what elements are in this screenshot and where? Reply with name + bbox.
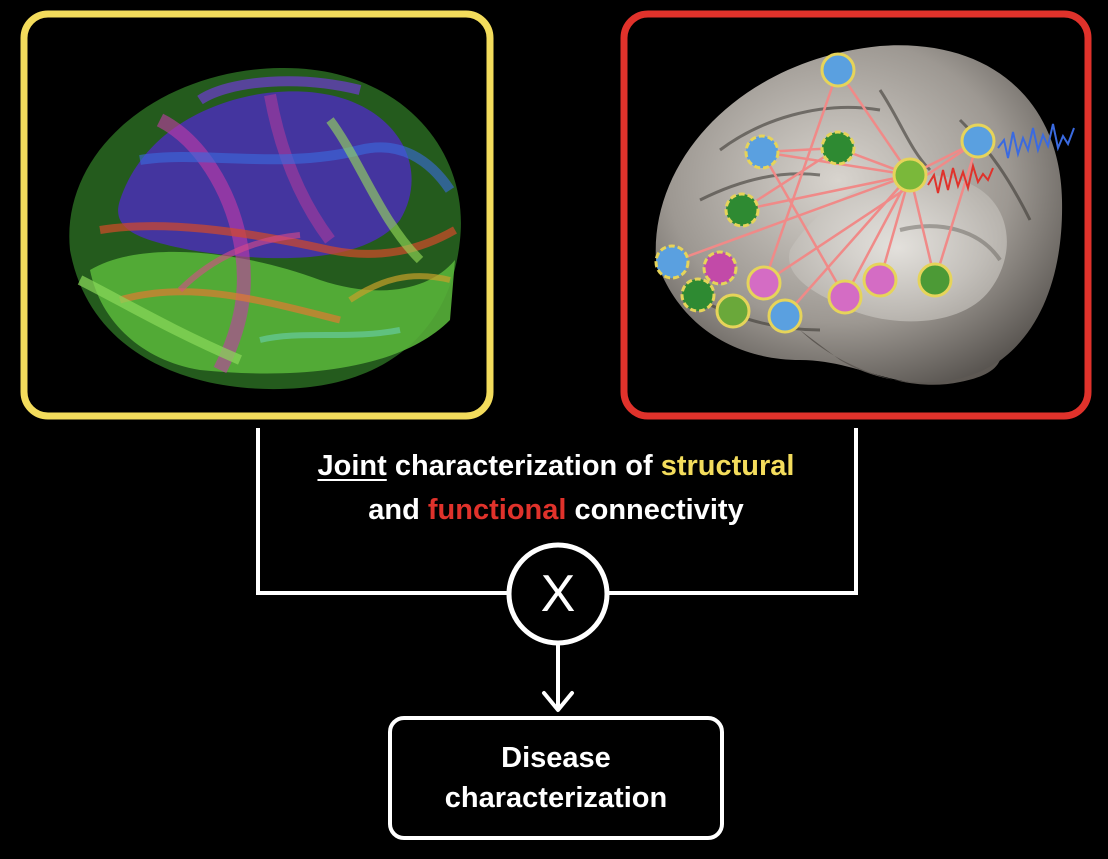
tractography-brain-image <box>69 67 461 390</box>
node-green <box>892 157 928 193</box>
arrow-down-icon <box>542 691 574 712</box>
outcome-box <box>388 716 724 840</box>
operator-symbol: X <box>540 565 576 623</box>
network-nodes <box>654 52 996 334</box>
node-green <box>917 262 953 298</box>
outcome-line-2: characterization <box>444 782 668 814</box>
connector-lines <box>256 428 858 712</box>
caption-line-1: Joint characterization of structural <box>256 444 856 488</box>
node-pink <box>827 279 863 315</box>
node-blue <box>744 134 780 170</box>
blue-signal-trace <box>997 123 1075 159</box>
node-green <box>715 293 751 329</box>
node-pink <box>702 250 738 286</box>
outcome-label: Disease characterization <box>390 738 722 818</box>
node-green <box>680 277 716 313</box>
node-blue <box>960 123 996 159</box>
node-pink <box>862 262 898 298</box>
node-pink <box>746 265 782 301</box>
outcome-line-1: Disease <box>501 742 611 774</box>
joint-characterization-caption: Joint characterization of structural and… <box>256 444 856 532</box>
node-blue <box>767 298 803 334</box>
network-edges <box>671 69 980 317</box>
node-blue <box>820 52 856 88</box>
node-green <box>820 130 856 166</box>
caption-functional-word: functional <box>427 494 567 526</box>
structural-connectivity-panel <box>20 10 494 420</box>
caption-mid-text: characterization of <box>394 450 653 482</box>
functional-connectivity-panel <box>620 10 1092 420</box>
caption-line-2: and functional connectivity <box>256 488 856 532</box>
node-green <box>724 192 760 228</box>
caption-and-word: and <box>368 494 420 526</box>
caption-structural-word: structural <box>660 450 795 482</box>
red-signal-trace <box>927 162 994 194</box>
caption-end-text: connectivity <box>574 494 744 526</box>
caption-joint-word: Joint <box>317 450 387 482</box>
joint-operator-circle <box>506 542 610 646</box>
node-blue <box>654 244 690 280</box>
